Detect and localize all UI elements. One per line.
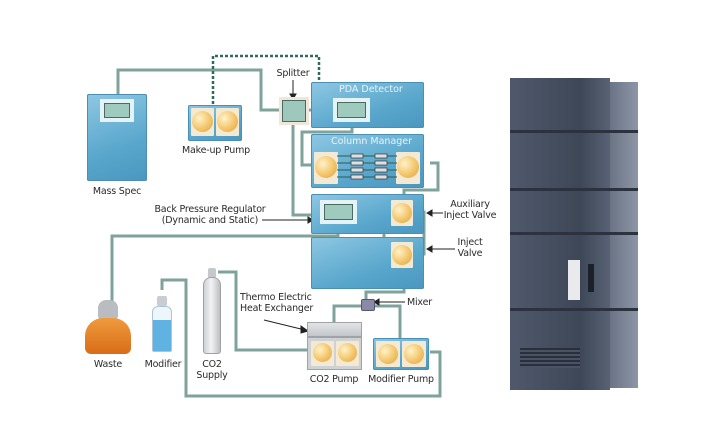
- modifier-pump-label: Modifier Pump: [368, 374, 434, 385]
- co2-pump-module[interactable]: [307, 322, 362, 370]
- modifier-label: Modifier: [144, 359, 182, 370]
- waste-container[interactable]: [85, 300, 131, 354]
- tube-co2supply-co2pump: [218, 270, 308, 352]
- mass-spec-module[interactable]: [87, 94, 147, 181]
- co2-pump-head-icon: [313, 343, 332, 362]
- modifier-bottle[interactable]: [152, 296, 172, 352]
- co2-supply-label-line2: Supply: [196, 370, 228, 381]
- aux-inject-valve-icon[interactable]: [392, 203, 412, 223]
- bpr-module[interactable]: [311, 194, 424, 234]
- co2-cylinder[interactable]: [203, 268, 221, 354]
- co2-pump-head-icon: [338, 343, 357, 362]
- instrument-stack-photo: [510, 78, 638, 390]
- makeup-pump-label: Make-up Pump: [182, 145, 250, 156]
- thermo-label-line1: Thermo Electric: [240, 292, 312, 303]
- waste-cap-icon: [98, 300, 118, 320]
- pump-head-icon: [217, 111, 238, 132]
- inject-valve-icon[interactable]: [392, 245, 412, 265]
- inject-valve-label-line2: Valve: [457, 248, 483, 259]
- columns: [337, 153, 397, 180]
- heat-exchanger: [307, 322, 362, 337]
- mass-spec-display: [100, 99, 134, 122]
- bpr-display: [320, 200, 357, 224]
- waste-label: Waste: [93, 359, 123, 370]
- mixer[interactable]: [361, 299, 375, 311]
- tube-massspec-splitter: [116, 68, 285, 112]
- inject-module[interactable]: [311, 237, 424, 289]
- mass-spec-label: Mass Spec: [92, 186, 142, 197]
- tube-pda-column: [300, 120, 354, 167]
- tube-mixer-modpump: [372, 304, 402, 340]
- pda-display: [333, 98, 370, 122]
- column-manager-module[interactable]: Column Manager: [311, 134, 424, 188]
- co2-supply-label-line1: CO2: [202, 359, 222, 370]
- column-valve-left-icon: [315, 156, 337, 178]
- makeup-pump-module[interactable]: [188, 105, 242, 141]
- column-manager-label: Column Manager: [331, 136, 413, 147]
- splitter-label: Splitter: [276, 68, 310, 79]
- pump-head-icon: [192, 111, 213, 132]
- aux-valve-label-line2: Inject Valve: [443, 210, 497, 221]
- tube-mixer-co2pump: [332, 304, 362, 322]
- tube-modifier-modpump: [160, 278, 442, 398]
- modifier-pump-head-icon: [404, 344, 424, 364]
- bpr-label-line1: Back Pressure Regulator: [154, 204, 266, 215]
- arrow-thermo: [263, 319, 306, 331]
- pda-detector-module[interactable]: PDA Detector: [311, 82, 424, 128]
- modifier-pump-module[interactable]: [373, 338, 429, 370]
- pda-detector-label: PDA Detector: [339, 84, 403, 95]
- mixer-label: Mixer: [407, 297, 432, 308]
- thermo-label-line2: Heat Exchanger: [240, 303, 314, 314]
- splitter[interactable]: [282, 100, 306, 122]
- modifier-pump-head-icon: [378, 344, 398, 364]
- bpr-label-line2: (Dynamic and Static): [161, 215, 259, 226]
- aux-valve-label-line1: Auxiliary: [450, 199, 490, 210]
- co2-pump-label: CO2 Pump: [309, 374, 359, 385]
- inject-valve-label-line1: Inject: [457, 237, 483, 248]
- column-valve-right-icon: [397, 156, 419, 178]
